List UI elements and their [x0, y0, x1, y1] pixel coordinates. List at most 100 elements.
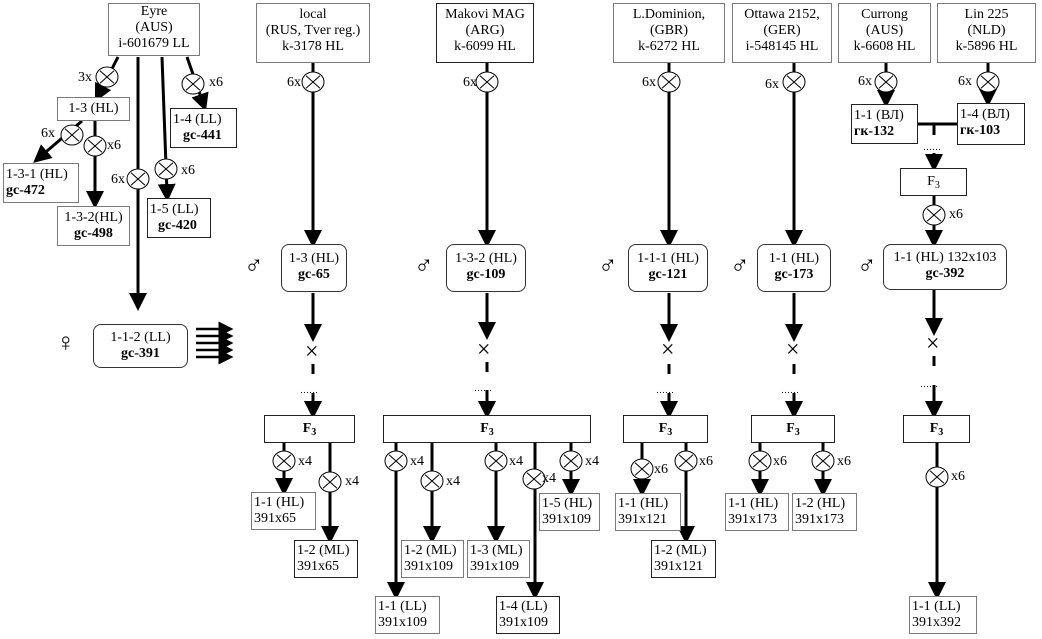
f3-box-5: F3: [903, 415, 970, 443]
dots-3: ……: [656, 385, 674, 395]
count-c2-3: x4: [542, 471, 556, 486]
line-box-1-3-2: 1-3-2(HL) gc-498: [57, 206, 130, 246]
parent-box-local: local (RUS, Tver reg.) k-3178 HL: [256, 3, 370, 63]
line-box-1-5: 1-5 (LL) gc-420: [147, 198, 211, 238]
count-c5-0: x6: [951, 469, 965, 484]
count-eyre-1-3-1: 6x: [41, 126, 55, 141]
count-c3-0: x6: [654, 462, 668, 477]
progeny-box-391x109-3: 1-3 (ML)391x109: [467, 540, 530, 578]
male-symbol-1: ♂: [244, 251, 264, 280]
parent-box-ottawa: Ottawa 2152, (GER) i-548145 HL: [732, 3, 832, 63]
count-eyre-1-5: x6: [181, 163, 195, 178]
line-box-1-3-1: 1-3-1 (HL) gc-472: [3, 163, 79, 203]
male-box-gc-109: 1-3-2 (HL) gc-109: [446, 244, 526, 292]
count-c2-1: x4: [446, 474, 460, 489]
crossed-circle-icon: [420, 470, 444, 492]
progeny-box-391x65-1: 1-1 (HL)391x65: [251, 492, 316, 530]
count-c1-0: x4: [298, 454, 312, 469]
parent-box-lin225: Lin 225 (NLD) k-5896 HL: [937, 3, 1036, 63]
progeny-box-391x109-5: 1-5 (HL)391x109: [539, 493, 600, 531]
crossed-circle-icon: [126, 168, 150, 190]
male-box-gc-121: 1-1-1 (HL) gc-121: [628, 244, 708, 292]
count-lin: 6x: [958, 74, 972, 89]
progeny-box-391x173-1: 1-1 (HL)391x173: [725, 493, 789, 531]
cross-symbol-4: ×: [786, 337, 800, 363]
f3-box-4: F3: [751, 415, 835, 443]
crossed-circle-icon: [874, 71, 898, 93]
dots-6: ……: [923, 142, 941, 152]
female-symbol: ♀: [56, 328, 76, 357]
count-f3-to-gc392: x6: [949, 207, 963, 222]
crossed-circle-icon: [60, 124, 84, 146]
parent-box-ldominion: L.Dominion, (GBR) k-6272 HL: [613, 3, 725, 63]
crossed-circle-icon: [484, 450, 508, 472]
crossed-circle-icon: [811, 450, 835, 472]
count-makovi: 6x: [463, 75, 477, 90]
count-eyre-1-4: x6: [209, 75, 223, 90]
progeny-box-391x65-2: 1-2 (ML)391x65: [294, 540, 358, 578]
count-local: 6x: [287, 75, 301, 90]
crossed-circle-icon: [630, 458, 654, 480]
crossed-circle-icon: [748, 450, 772, 472]
crossed-circle-icon: [95, 66, 119, 88]
male-box-gc-173: 1-1 (HL) gc-173: [757, 244, 831, 292]
dots-4: ……: [781, 385, 799, 395]
dots-1: ……: [300, 385, 318, 395]
count-currong: 6x: [858, 74, 872, 89]
crossed-circle-icon: [83, 135, 107, 157]
parent-box-makovi: Makovi MAG (ARG) k-6099 HL: [436, 3, 534, 63]
dots-2: ……: [474, 383, 492, 393]
count-c2-2: x4: [509, 454, 523, 469]
crossed-circle-icon: [384, 450, 408, 472]
male-symbol-4: ♂: [730, 251, 750, 280]
crossed-circle-icon: [922, 204, 946, 226]
crossed-circle-icon: [318, 471, 342, 493]
female-box-gc-391: 1-1-2 (LL) gc-391: [93, 324, 188, 368]
male-box-gc-65: 1-3 (HL) gc-65: [281, 244, 347, 292]
crossed-circle-icon: [522, 468, 546, 490]
progeny-box-391x121-1: 1-1 (HL)391x121: [615, 493, 681, 531]
crossed-circle-icon: [154, 158, 178, 180]
crossed-circle-icon: [272, 450, 296, 472]
count-c4-1: x6: [837, 454, 851, 469]
count-c4-0: x6: [773, 454, 787, 469]
progeny-box-391x121-2: 1-2 (ML)391x121: [651, 540, 716, 578]
crossed-circle-icon: [475, 71, 499, 93]
parent-box-currong: Currong (AUS) k-6608 HL: [838, 3, 931, 63]
f3-box-2: F3: [383, 415, 591, 443]
progeny-box-391x109-4: 1-4 (LL)391x109: [496, 596, 560, 634]
crossed-circle-icon: [181, 73, 205, 95]
progeny-box-391x173-2: 1-2 (HL)391x173: [792, 493, 857, 531]
count-c2-0: x4: [410, 454, 424, 469]
count-eyre-1-3-2: x6: [107, 138, 121, 153]
line-box-currong-1-1: 1-1 (ВЛ) гк-132: [851, 104, 918, 144]
male-symbol-5: ♂: [857, 251, 877, 280]
progeny-box-391x109-1: 1-1 (LL)391x109: [375, 596, 440, 634]
line-box-1-4: 1-4 (LL) gc-441: [170, 108, 237, 148]
crossed-circle-icon: [925, 466, 949, 488]
line-box-1-3: 1-3 (HL): [57, 97, 130, 121]
progeny-box-391x109-2: 1-2 (ML)391x109: [401, 540, 464, 578]
count-c1-1: x4: [345, 474, 359, 489]
cross-symbol-3: ×: [661, 337, 675, 363]
parent-box-eyre: Eyre (AUS) i-601679 LL: [108, 3, 200, 56]
count-eyre-1-3: 3x: [78, 70, 92, 85]
crossed-circle-icon: [301, 71, 325, 93]
count-ottawa: 6x: [765, 77, 779, 92]
f3-box-1: F3: [264, 415, 355, 443]
cross-symbol-2: ×: [477, 337, 491, 363]
crossed-circle-icon: [559, 450, 583, 472]
line-box-lin-1-4: 1-4 (ВЛ) гк-103: [957, 103, 1025, 145]
cross-symbol-1: ×: [305, 339, 319, 365]
f3-box-currong-lin: F3: [900, 168, 967, 196]
crossed-circle-icon: [976, 71, 1000, 93]
progeny-box-391x392: 1-1 (LL)391x392: [909, 596, 977, 634]
male-symbol-3: ♂: [598, 251, 618, 280]
crossed-circle-icon: [657, 71, 681, 93]
count-ldominion: 6x: [642, 75, 656, 90]
male-symbol-2: ♂: [414, 251, 434, 280]
male-box-gc-392: 1-1 (HL) 132x103 gc-392: [883, 244, 1007, 290]
dots-5: ……: [920, 379, 938, 389]
f3-box-3: F3: [623, 415, 708, 443]
